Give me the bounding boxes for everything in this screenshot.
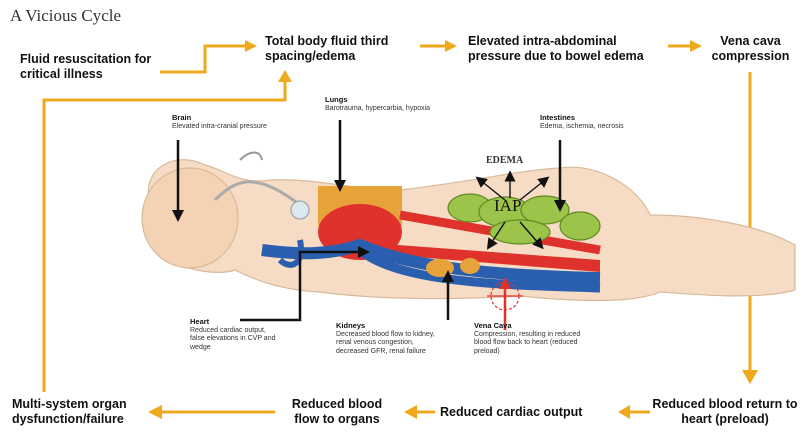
- arrow-head-fluid: [245, 40, 257, 52]
- label-vena-text: Compression, resulting in reduced blood …: [474, 331, 580, 355]
- label-kidneys: Kidneys Decreased blood flow to kidney, …: [336, 322, 446, 356]
- label-edema: EDEMA: [486, 157, 523, 166]
- arrow-head-vena-down: [742, 370, 758, 384]
- label-brain-title: Brain: [172, 114, 302, 123]
- label-intestines-text: Edema, ischemia, necrosis: [540, 123, 624, 130]
- head: [142, 168, 238, 268]
- label-intestines: Intestines Edema, ischemia, necrosis: [540, 114, 650, 131]
- arrow-head-flow: [148, 405, 162, 419]
- label-vena-title: Vena Cava: [474, 322, 584, 331]
- label-kidneys-title: Kidneys: [336, 322, 446, 331]
- label-lungs-text: Barotrauma, hypercarbia, hypoxia: [325, 105, 430, 112]
- kidney-2: [460, 258, 480, 274]
- arrow-head-multi-up: [278, 70, 292, 82]
- arrow-head-third: [445, 40, 457, 52]
- tube-line: [240, 153, 262, 161]
- label-vena-cava: Vena Cava Compression, resulting in redu…: [474, 322, 584, 356]
- arrow-fluid-to-third: [160, 46, 245, 72]
- label-iap: IAP: [494, 197, 521, 215]
- arrow-head-output: [404, 405, 417, 419]
- label-lungs: Lungs Barotrauma, hypercarbia, hypoxia: [325, 96, 475, 113]
- label-heart-title: Heart: [190, 318, 280, 327]
- label-heart-text: Reduced cardiac output, false elevations…: [190, 327, 275, 351]
- arrow-head-iap: [690, 40, 702, 52]
- label-kidneys-text: Decreased blood flow to kidney, renal ve…: [336, 331, 435, 355]
- tube-connector: [291, 201, 309, 219]
- label-intestines-title: Intestines: [540, 114, 650, 123]
- label-lungs-title: Lungs: [325, 96, 475, 105]
- arrow-head-return: [618, 405, 630, 419]
- label-brain: Brain Elevated intra-cranial pressure: [172, 114, 302, 131]
- label-brain-text: Elevated intra-cranial pressure: [172, 123, 267, 130]
- label-heart: Heart Reduced cardiac output, false elev…: [190, 318, 280, 352]
